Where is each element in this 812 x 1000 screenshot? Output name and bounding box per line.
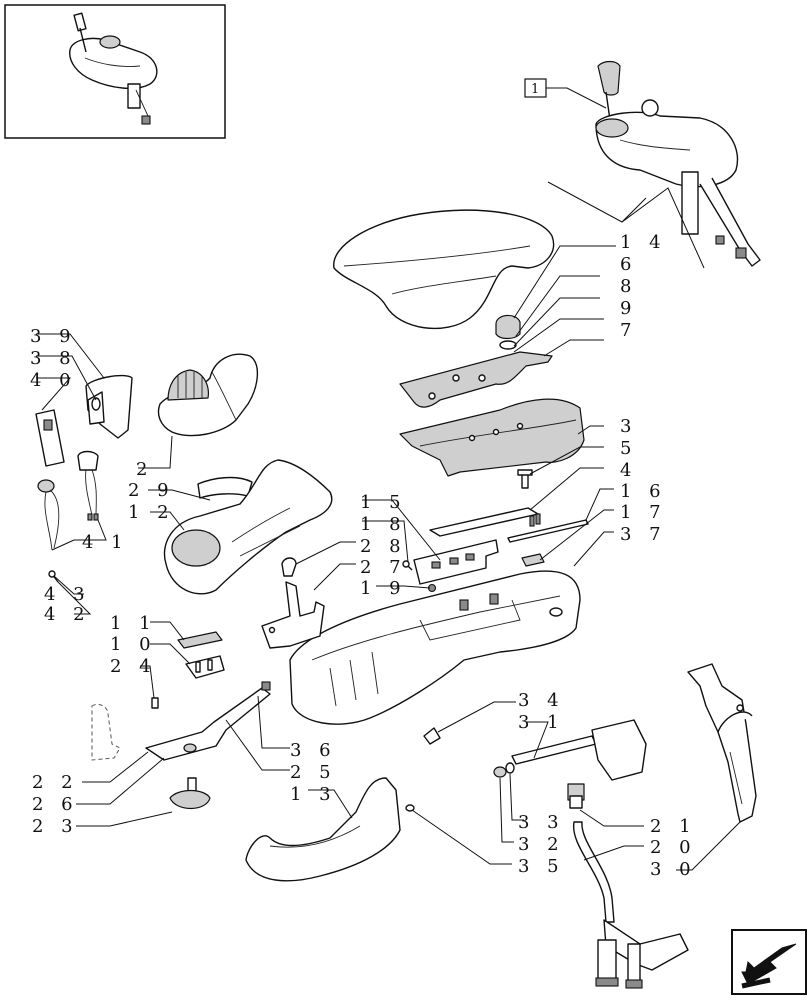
part-actuator-rod[interactable] xyxy=(511,719,647,781)
part-wiring-harness[interactable] xyxy=(37,450,99,551)
part-small-screw[interactable] xyxy=(48,570,59,583)
callout-21[interactable]: 2 1 xyxy=(650,816,697,837)
callout-12[interactable]: 1 2 xyxy=(128,502,175,523)
callout-36[interactable]: 3 6 xyxy=(290,740,337,761)
inset-assembly-drawing xyxy=(69,12,158,125)
callout-13[interactable]: 1 3 xyxy=(290,784,337,805)
part-clip[interactable] xyxy=(281,557,297,577)
part-bracket-plate[interactable] xyxy=(35,409,65,467)
callout-29[interactable]: 2 9 xyxy=(128,480,175,501)
part-clip-bracket[interactable] xyxy=(185,655,225,679)
callout-39[interactable]: 3 9 xyxy=(30,326,77,347)
callout-27[interactable]: 2 7 xyxy=(360,557,407,578)
callout-33[interactable]: 3 3 xyxy=(518,812,565,833)
part-hose-fitting[interactable] xyxy=(567,783,585,809)
complete-armrest-assembly[interactable] xyxy=(595,60,761,267)
callout-40[interactable]: 4 0 xyxy=(30,370,77,391)
inset-thumbnail[interactable] xyxy=(4,4,226,139)
part-pin[interactable] xyxy=(402,560,413,571)
part-pipe[interactable] xyxy=(573,821,689,989)
callout-labels: 1 4 6 8 9 7 3 5 4 1 6 1 7 3 7 1 5 1 8 2 … xyxy=(30,232,697,880)
callout-3[interactable]: 3 xyxy=(620,416,637,437)
callout-20[interactable]: 2 0 xyxy=(650,837,697,858)
callout-43[interactable]: 4 3 xyxy=(44,584,91,605)
callout-28[interactable]: 2 8 xyxy=(360,536,407,557)
part-pad[interactable] xyxy=(521,553,545,567)
part-lever-rod[interactable] xyxy=(91,681,271,761)
part-small-plate[interactable] xyxy=(177,631,223,649)
part-bottom-shell[interactable] xyxy=(245,777,401,882)
leader-lines xyxy=(36,245,741,871)
callout-23[interactable]: 2 3 xyxy=(32,816,79,837)
part-frame[interactable] xyxy=(163,459,333,595)
part-upper-plate[interactable] xyxy=(399,351,553,408)
part-clip-small[interactable] xyxy=(423,727,441,745)
callout-8[interactable]: 8 xyxy=(620,276,637,297)
callout-11[interactable]: 1 1 xyxy=(110,613,157,634)
part-strip[interactable] xyxy=(429,507,541,537)
callout-24[interactable]: 2 4 xyxy=(110,656,157,677)
part-front-cover[interactable] xyxy=(157,353,258,437)
callout-9[interactable]: 9 xyxy=(620,298,637,319)
callout-35[interactable]: 3 5 xyxy=(518,856,565,877)
part-washer[interactable] xyxy=(499,340,517,350)
part-cushion[interactable] xyxy=(333,209,555,330)
reference-box: 1 xyxy=(524,78,547,98)
callout-2[interactable]: 2 xyxy=(136,459,153,480)
callout-22[interactable]: 2 2 xyxy=(32,772,79,793)
part-ring-fitting[interactable] xyxy=(493,762,515,778)
callout-10[interactable]: 1 0 xyxy=(110,634,157,655)
callout-37[interactable]: 3 7 xyxy=(620,524,667,545)
part-thin-rod[interactable] xyxy=(507,519,589,543)
callout-6[interactable]: 6 xyxy=(620,254,637,275)
callout-14[interactable]: 1 4 xyxy=(620,232,667,253)
arrow-back-icon xyxy=(741,943,797,989)
part-side-bracket[interactable] xyxy=(687,663,757,823)
callout-31[interactable]: 3 1 xyxy=(518,712,565,733)
callout-32[interactable]: 3 2 xyxy=(518,834,565,855)
part-washer-small[interactable] xyxy=(405,804,415,812)
part-main-housing[interactable] xyxy=(289,570,581,725)
callout-7[interactable]: 7 xyxy=(620,320,637,341)
callout-30[interactable]: 3 0 xyxy=(650,859,697,880)
callout-16[interactable]: 1 6 xyxy=(620,481,667,502)
nav-arrow-button[interactable] xyxy=(731,929,807,995)
callout-42[interactable]: 4 2 xyxy=(44,604,91,625)
callout-41[interactable]: 4 1 xyxy=(82,532,129,553)
callout-15[interactable]: 1 5 xyxy=(360,492,407,513)
part-curved-trim[interactable] xyxy=(197,476,253,499)
part-lid[interactable] xyxy=(399,398,585,477)
callout-25[interactable]: 2 5 xyxy=(290,762,337,783)
reference-box-number: 1 xyxy=(531,82,539,97)
part-adjustment-knob[interactable] xyxy=(169,777,211,810)
part-screw[interactable] xyxy=(517,469,533,489)
part-mounting-bracket[interactable] xyxy=(261,581,325,649)
callout-5[interactable]: 5 xyxy=(620,438,637,459)
callout-34[interactable]: 3 4 xyxy=(518,690,565,711)
part-bracket-top[interactable] xyxy=(85,374,133,439)
part-bolt[interactable] xyxy=(151,697,159,709)
callout-17[interactable]: 1 7 xyxy=(620,502,667,523)
callout-18[interactable]: 1 8 xyxy=(360,514,407,535)
callout-26[interactable]: 2 6 xyxy=(32,794,79,815)
part-connector-block[interactable] xyxy=(413,539,499,585)
callout-38[interactable]: 3 8 xyxy=(30,348,77,369)
part-knob[interactable] xyxy=(495,314,521,340)
callout-19[interactable]: 1 9 xyxy=(360,578,407,599)
callout-4[interactable]: 4 xyxy=(620,460,637,481)
